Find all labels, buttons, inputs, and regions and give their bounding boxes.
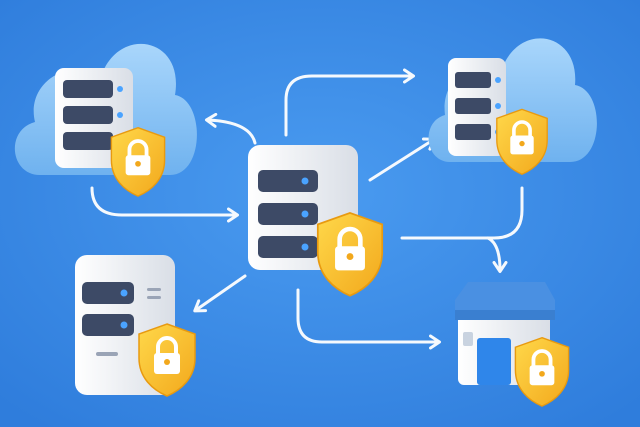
connections	[90, 68, 524, 350]
local-server-bottom-left	[75, 255, 197, 398]
cloud-server-top-right	[428, 38, 597, 176]
arrow-to-building	[486, 236, 508, 273]
building-bottom-right	[455, 282, 571, 409]
arrow-cloud-to-center	[90, 186, 239, 223]
arrow-center-to-top	[284, 68, 415, 137]
server-icon	[448, 58, 506, 156]
central-server	[248, 145, 382, 296]
arrow-center-to-bottom-left	[193, 274, 247, 313]
line-cloud-right-down	[400, 186, 524, 240]
arrow-center-to-building	[296, 288, 441, 350]
arrow-center-to-cloud-right	[368, 137, 436, 182]
cloud-server-top-left	[14, 43, 197, 199]
arrow-center-to-cloud-left	[205, 112, 257, 145]
